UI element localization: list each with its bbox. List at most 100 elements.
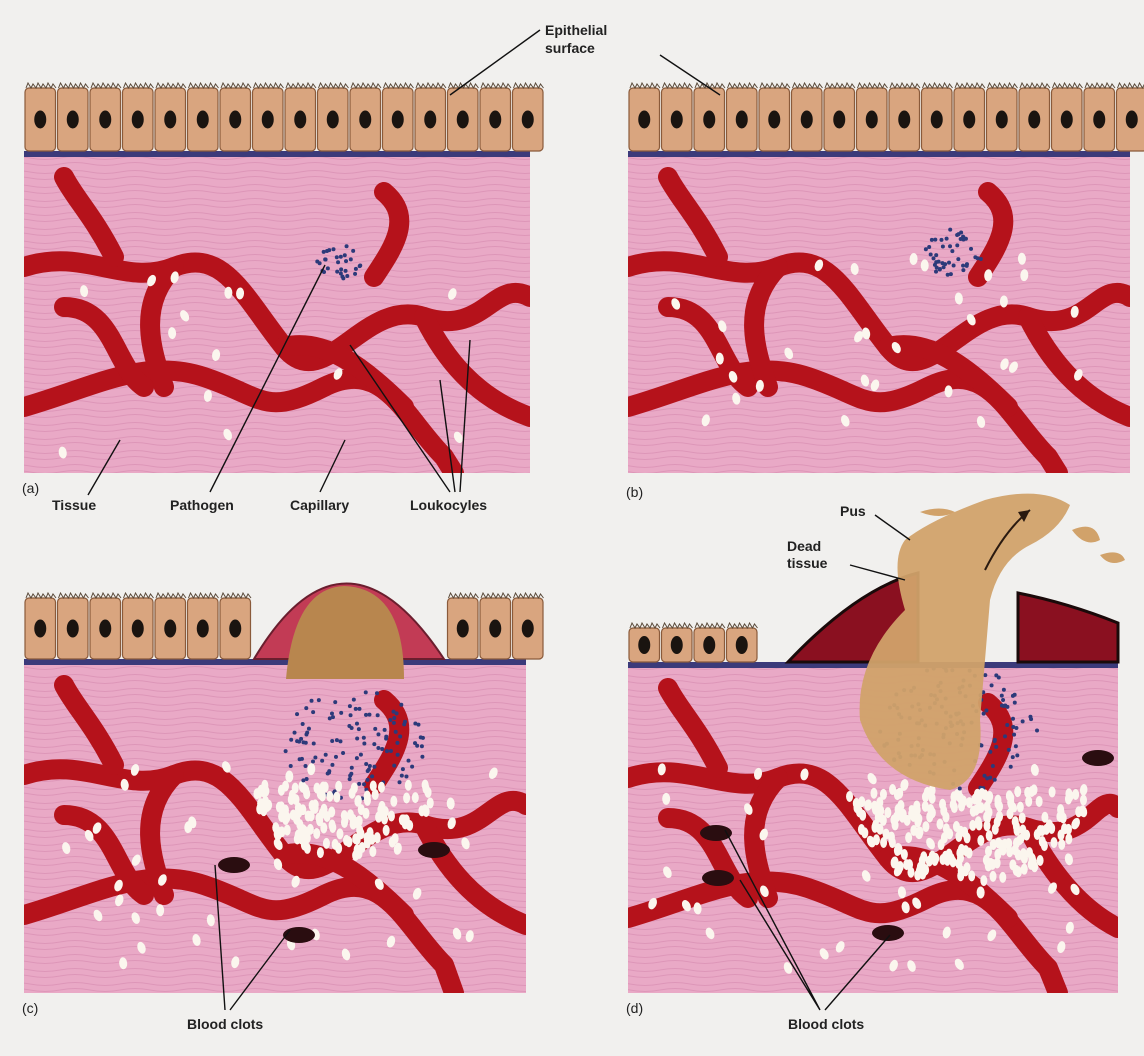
panel-a-letter: (a) — [22, 480, 39, 496]
cell-nucleus — [67, 620, 79, 638]
cell-nucleus — [736, 636, 748, 654]
cell-nucleus — [132, 620, 144, 638]
leukocyte — [1015, 849, 1022, 860]
pathogen — [1003, 734, 1007, 738]
leukocyte — [905, 832, 912, 843]
pathogen — [388, 718, 392, 722]
cell-nucleus — [1061, 111, 1073, 129]
pathogen — [362, 742, 366, 746]
leukocyte — [999, 872, 1006, 883]
cilia — [858, 83, 888, 88]
pathogen — [935, 266, 939, 270]
leukocyte — [343, 835, 350, 846]
pathogen — [395, 741, 399, 745]
pathogen — [355, 756, 359, 760]
pathogen — [993, 738, 997, 742]
pathogen — [1021, 719, 1025, 723]
leukocyte — [864, 800, 871, 811]
pathogen — [982, 712, 986, 716]
pathogen — [400, 774, 404, 778]
leukocyte — [389, 837, 396, 848]
leukocyte — [422, 780, 429, 791]
pathogen — [372, 742, 376, 746]
cilia — [481, 593, 511, 598]
pathogen — [1005, 705, 1009, 709]
cilia — [1085, 83, 1115, 88]
pathogen — [339, 711, 343, 715]
leukocyte — [929, 851, 936, 862]
leukocyte — [272, 822, 279, 833]
pathogen — [1028, 715, 1032, 719]
leukocyte — [906, 859, 913, 870]
cell-nucleus — [768, 111, 780, 129]
pathogen — [304, 764, 308, 768]
leukocyte — [1058, 839, 1065, 850]
leukocyte — [326, 791, 333, 802]
leukocyte — [1031, 784, 1038, 795]
cilia — [890, 83, 920, 88]
pathogen — [398, 780, 402, 784]
cilia — [630, 83, 660, 88]
pathogen — [392, 710, 396, 714]
leukocyte — [316, 815, 323, 826]
leukocyte — [282, 814, 289, 825]
pathogen — [331, 715, 335, 719]
pathogen — [373, 727, 377, 731]
cell-nucleus — [424, 111, 436, 129]
cell-nucleus — [197, 620, 209, 638]
leukocyte — [354, 796, 361, 807]
cilia — [695, 623, 725, 628]
pathogen — [370, 774, 374, 778]
leukocyte — [916, 826, 923, 837]
leukocyte — [403, 814, 410, 825]
cell-nucleus — [522, 111, 534, 129]
pathogen — [354, 707, 358, 711]
pathogen — [289, 738, 293, 742]
dead-tissue-label-line1: Dead — [787, 538, 821, 554]
pathogen — [420, 744, 424, 748]
pathogen — [1002, 688, 1006, 692]
cilia — [728, 623, 758, 628]
leukocyte — [1075, 806, 1082, 817]
leukocyte — [313, 828, 320, 839]
cilia — [695, 83, 725, 88]
leukocytes-label: Loukocyles — [410, 497, 487, 513]
epithelial-surface-label-line1: Epithelial — [545, 22, 607, 38]
cell-nucleus — [963, 111, 975, 129]
leukocyte — [369, 846, 376, 857]
pus-leader — [875, 515, 910, 540]
pathogen — [330, 763, 334, 767]
leukocyte — [986, 830, 993, 841]
panel-d — [628, 573, 1118, 993]
cell-nucleus — [898, 111, 910, 129]
leukocyte — [846, 791, 853, 802]
leukocyte — [313, 783, 320, 794]
pathogen — [945, 237, 949, 241]
pathogen — [348, 777, 352, 781]
cell-nucleus — [359, 111, 371, 129]
leukocyte — [381, 814, 388, 825]
leukocyte — [894, 845, 901, 856]
pathogen — [413, 721, 417, 725]
leukocyte — [1065, 788, 1072, 799]
leukocyte — [982, 789, 989, 800]
panel-d-letter: (d) — [626, 1000, 643, 1016]
cell-nucleus — [638, 111, 650, 129]
leukocyte — [977, 835, 984, 846]
leukocyte — [366, 833, 373, 844]
pathogen — [339, 267, 343, 271]
pathogen — [965, 264, 969, 268]
pathogen — [392, 721, 396, 725]
pathogen — [376, 746, 380, 750]
cilia — [1053, 83, 1083, 88]
leukocyte — [388, 810, 395, 821]
leukocyte — [276, 802, 283, 813]
pathogen — [349, 257, 353, 261]
leukocyte — [405, 780, 412, 791]
pathogen — [357, 707, 361, 711]
leukocyte — [347, 809, 354, 820]
leukocyte — [937, 819, 944, 830]
leukocyte — [1036, 796, 1043, 807]
leukocyte — [958, 844, 965, 855]
pathogen — [313, 755, 317, 759]
